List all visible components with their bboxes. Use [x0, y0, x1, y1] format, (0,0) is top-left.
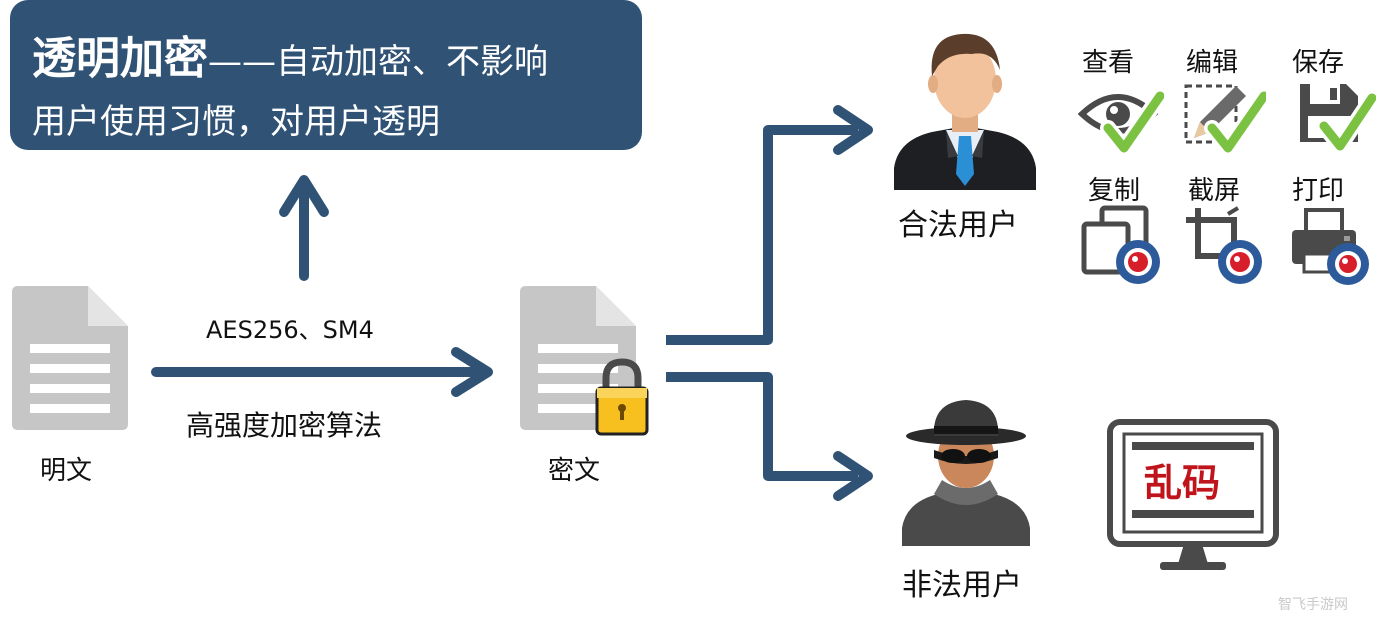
arrow-illegal — [666, 372, 858, 481]
save-icon — [1296, 80, 1380, 158]
permission-screenshot-label: 截屏 — [1188, 176, 1241, 206]
banner-title-line: 透明加密——自动加密、不影响 — [32, 22, 548, 86]
permission-view-label: 查看 — [1082, 48, 1135, 78]
arrow-legal — [666, 125, 858, 345]
legal-user-label: 合法用户 — [898, 208, 1018, 243]
spy-icon — [898, 396, 1034, 550]
plaintext-label: 明文 — [40, 456, 93, 486]
watermark: 智飞手游网 — [1278, 597, 1348, 613]
document-icon — [8, 282, 132, 438]
banner-title-rest: ——自动加密、不影响 — [208, 42, 548, 82]
permission-edit-label: 编辑 — [1186, 48, 1239, 78]
garbled-text: 乱码 — [1144, 461, 1221, 505]
arrow-up-head — [279, 175, 329, 217]
permission-print-label: 打印 — [1292, 176, 1345, 206]
screenshot-icon — [1182, 204, 1264, 290]
arrow-illegal-head — [833, 451, 873, 501]
padlock-icon — [594, 356, 650, 442]
algorithm-names: AES256、SM4 — [206, 316, 374, 344]
illegal-user-label: 非法用户 — [902, 568, 1022, 603]
copy-icon — [1080, 204, 1162, 290]
banner-title: 透明加密 — [32, 33, 208, 84]
printer-icon — [1288, 206, 1372, 290]
permission-save-label: 保存 — [1292, 48, 1345, 78]
banner: 透明加密——自动加密、不影响 用户使用习惯，对用户透明 — [10, 0, 642, 150]
eye-icon — [1077, 82, 1168, 158]
businessman-icon — [892, 26, 1038, 194]
algorithm-description: 高强度加密算法 — [186, 409, 383, 442]
arrow-legal-head — [833, 105, 873, 155]
monitor-icon — [1106, 418, 1280, 578]
arrow-encrypt-head — [451, 347, 493, 397]
ciphertext-label: 密文 — [548, 456, 601, 486]
edit-icon — [1180, 78, 1272, 158]
banner-subtitle: 用户使用习惯，对用户透明 — [32, 102, 440, 142]
permission-copy-label: 复制 — [1088, 176, 1141, 206]
